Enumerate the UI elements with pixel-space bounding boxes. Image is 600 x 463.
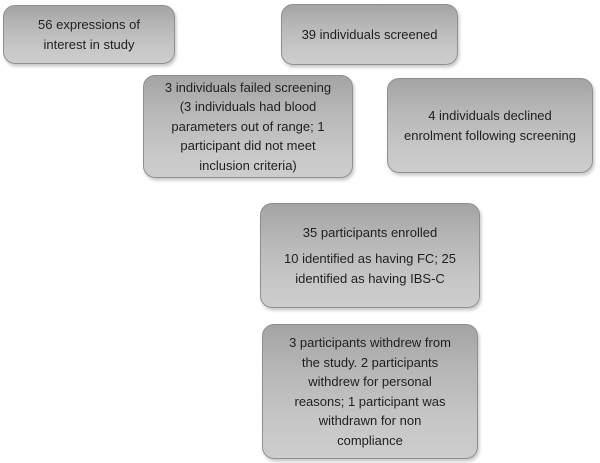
flow-box-sublabel: 10 identified as having FC; 25 identifie… [284,251,456,286]
flow-box-individuals-screened: 39 individuals screened [281,4,458,65]
flow-box-declined-enrolment: 4 individuals declined enrolment followi… [387,78,593,173]
flow-box-label: 4 individuals declined enrolment followi… [404,108,576,143]
flow-box-label: 56 expressions of interest in study [38,17,140,52]
flow-box-participants-withdrew: 3 participants withdrew from the study. … [262,324,478,459]
flow-box-participants-enrolled: 35 participants enrolled 10 identified a… [260,203,480,308]
flow-box-label: 39 individuals screened [301,26,438,42]
flow-box-failed-screening: 3 individuals failed screening (3 indivi… [143,75,353,178]
flow-box-label: 35 participants enrolled [302,224,438,240]
flow-box-label: 3 participants withdrew from the study. … [289,335,451,448]
flow-box-expressions-of-interest: 56 expressions of interest in study [3,5,175,64]
flow-box-label: 3 individuals failed screening (3 indivi… [164,79,332,173]
